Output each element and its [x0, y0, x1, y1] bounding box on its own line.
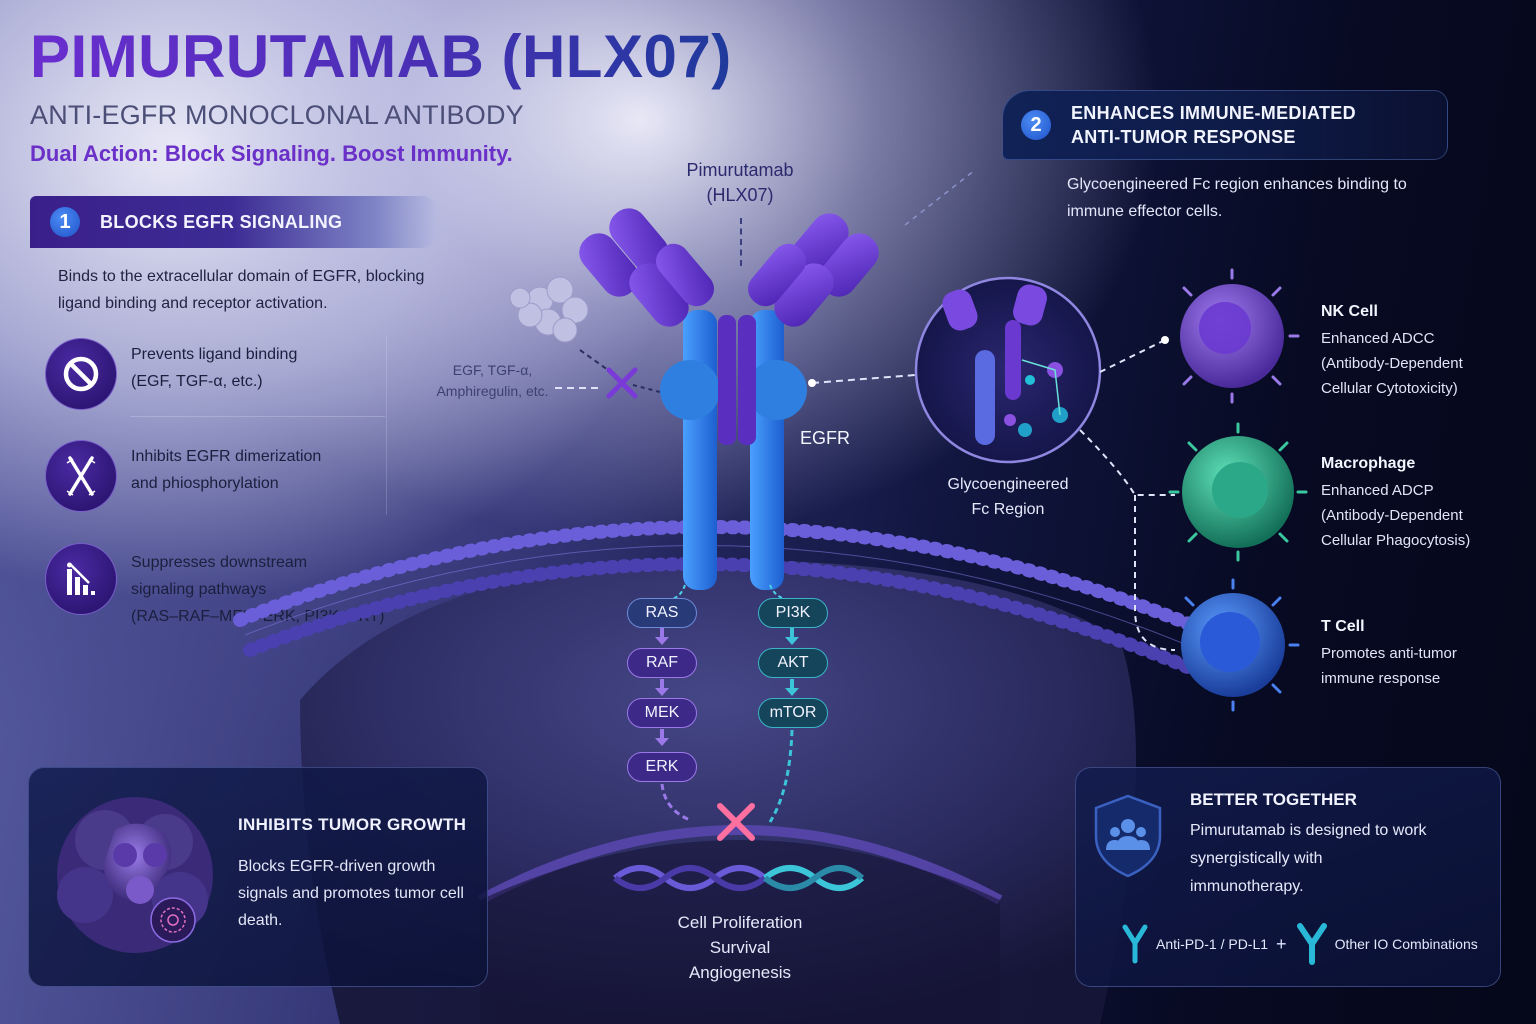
- section-number-badge: 1: [50, 207, 80, 237]
- feature-text-line: (EGF, TGF-α, etc.): [131, 373, 263, 390]
- feature-text-line: Prevents ligand binding: [131, 346, 298, 363]
- prohibited-icon: [45, 338, 117, 410]
- feature-item-ligand-binding: Prevents ligand binding (EGF, TGF-α, etc…: [45, 338, 385, 410]
- cell-name: NK Cell: [1321, 303, 1378, 320]
- feature-item-dimerization: Inhibits EGFR dimerization and phiosphor…: [45, 440, 385, 512]
- page-subtitle: ANTI-EGFR MONOCLONAL ANTIBODY: [30, 100, 524, 130]
- page-title: PIMURUTAMAB (HLX07): [30, 23, 732, 90]
- section-2-title-line: ANTI-TUMOR RESPONSE: [1071, 127, 1296, 147]
- cell-name: T Cell: [1321, 618, 1365, 635]
- section-1-title: BLOCKS EGFR SIGNALING: [100, 211, 343, 232]
- crossed-receptors-icon: [45, 440, 117, 512]
- section-2-title: ENHANCES IMMUNE-MEDIATED ANTI-TUMOR RESP…: [1071, 101, 1356, 149]
- combo-other-io: Other IO Combinations: [1334, 936, 1478, 952]
- section-2-title-line: ENHANCES IMMUNE-MEDIATED: [1071, 103, 1356, 123]
- cell-desc-line: immune response: [1321, 670, 1441, 687]
- section-1-header: 1 BLOCKS EGFR SIGNALING: [30, 196, 436, 248]
- pathway-node-erk: ERK: [627, 752, 697, 782]
- cell-name: Macrophage: [1321, 455, 1416, 472]
- antibody-name: Pimurutamab: [686, 160, 794, 180]
- cell-desc-line: Cellular Cytotoxicity): [1321, 380, 1458, 397]
- ligand-label-line: Amphiregulin, etc.: [436, 383, 549, 399]
- immune-cell-t-cell: T Cell Promotes anti-tumor immune respon…: [1321, 614, 1531, 691]
- feature-text-line: Inhibits EGFR dimerization: [131, 448, 322, 465]
- cell-desc-line: Cellular Phagocytosis): [1321, 532, 1471, 549]
- pathway-node-akt: AKT: [758, 648, 828, 678]
- pathway-node-raf: RAF: [627, 648, 697, 678]
- ligand-label-line: EGF, TGF-α,: [452, 362, 533, 378]
- nk-cell-illustration: [1180, 268, 1300, 404]
- pathway-node-ras: RAS: [627, 598, 697, 628]
- section-2-header: 2 ENHANCES IMMUNE-MEDIATED ANTI-TUMOR RE…: [1002, 90, 1448, 160]
- ligand-label: EGF, TGF-α, Amphiregulin, etc.: [420, 360, 565, 402]
- feature-divider: [130, 416, 385, 417]
- pathway-node-mtor: mTOR: [758, 698, 828, 728]
- outcome-item: Cell Proliferation: [677, 913, 803, 932]
- cell-desc-line: (Antibody-Dependent: [1321, 507, 1463, 524]
- antibody-code: (HLX07): [706, 185, 774, 205]
- fc-label-line: Fc Region: [971, 501, 1045, 518]
- tumor-cell-icon: [57, 797, 213, 953]
- antibody-icon: [1296, 923, 1327, 965]
- cell-desc-line: (Antibody-Dependent: [1321, 355, 1463, 372]
- combination-row: Anti-PD-1 / PD-L1 + Other IO Combination…: [1120, 922, 1478, 966]
- feature-text-line: signaling pathways: [131, 581, 267, 598]
- antibody-label-connector: [740, 218, 742, 266]
- combo-anti-pd1: Anti-PD-1 / PD-L1: [1156, 936, 1269, 952]
- immune-cell-nk: NK Cell Enhanced ADCC (Antibody-Dependen…: [1321, 299, 1531, 401]
- outcome-list: Cell Proliferation Survival Angiogenesis: [640, 910, 840, 985]
- feature-text-line: and phiosphorylation: [131, 475, 279, 492]
- feature-divider-vertical: [386, 335, 387, 515]
- declining-bars-icon: [45, 543, 117, 615]
- pathway-node-mek: MEK: [627, 698, 697, 728]
- egfr-label: EGFR: [800, 428, 851, 448]
- shield-people-icon: [1094, 794, 1162, 878]
- tagline: Dual Action: Block Signaling. Boost Immu…: [30, 141, 513, 166]
- antibody-label: Pimurutamab (HLX07): [660, 158, 820, 208]
- section-2-description: Glycoengineered Fc region enhances bindi…: [1067, 176, 1407, 220]
- section-number-badge: 2: [1021, 110, 1051, 140]
- tumor-panel-title: INHIBITS TUMOR GROWTH: [238, 815, 467, 834]
- tumor-panel-description: Blocks EGFR-driven growth signals and pr…: [238, 858, 464, 929]
- cell-desc-line: Promotes anti-tumor: [1321, 645, 1457, 662]
- feature-text-line: Suppresses downstream: [131, 554, 308, 571]
- fc-label-line: Glycoengineered: [947, 476, 1069, 493]
- outcome-item: Survival: [709, 938, 771, 957]
- fc-region-label: Glycoengineered Fc Region: [928, 472, 1088, 522]
- cell-desc-line: Enhanced ADCP: [1321, 482, 1434, 499]
- section-1-description: Binds to the extracellular domain of EGF…: [58, 268, 425, 312]
- plus-sign: +: [1276, 933, 1287, 954]
- antibody-icon: [1122, 924, 1148, 964]
- outcome-item: Angiogenesis: [688, 963, 792, 982]
- cell-desc-line: Enhanced ADCC: [1321, 330, 1435, 347]
- immune-cell-macrophage: Macrophage Enhanced ADCP (Antibody-Depen…: [1321, 451, 1531, 553]
- together-panel-description: Pimurutamab is designed to work synergis…: [1190, 822, 1427, 895]
- pathway-node-pi3k: PI3K: [758, 598, 828, 628]
- together-panel-title: BETTER TOGETHER: [1190, 790, 1357, 809]
